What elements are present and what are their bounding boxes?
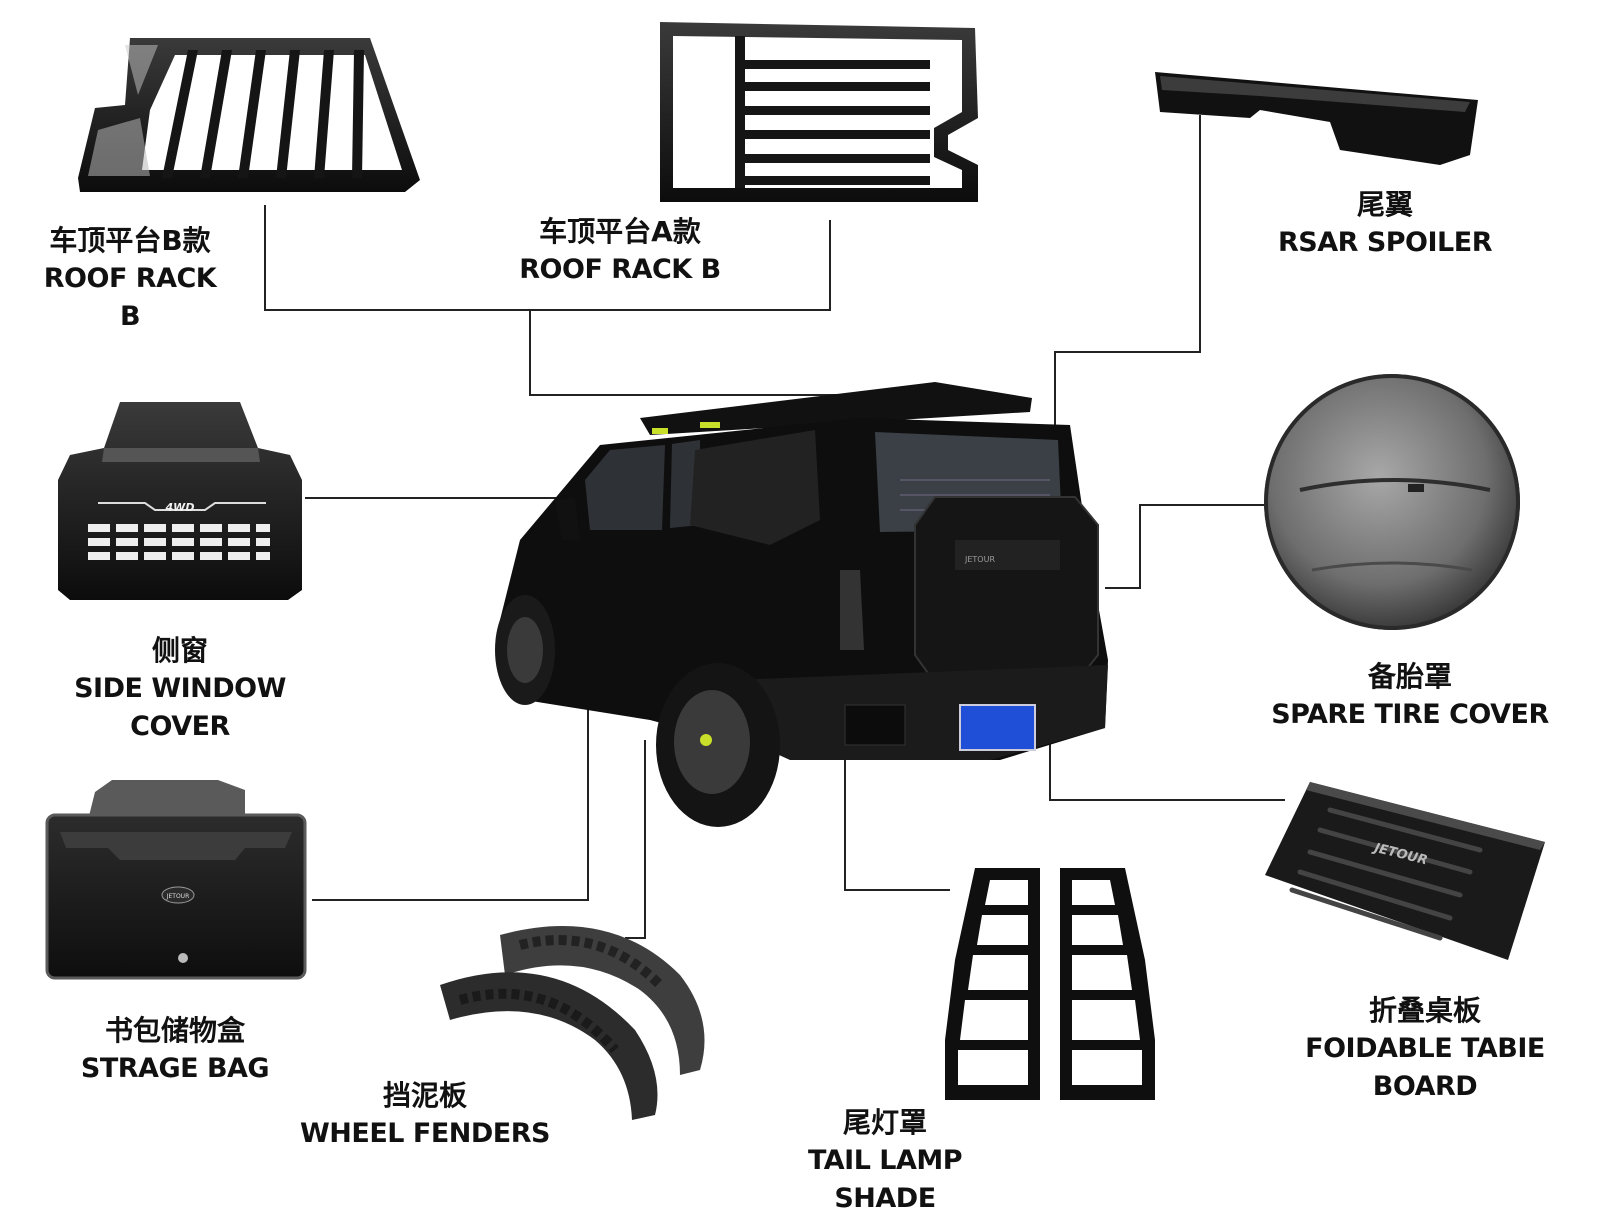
vehicle-image: JETOUR [495,382,1108,827]
storage-box-image: JETOUR [45,780,307,980]
roof-rack-a-en: ROOF RACK B [519,254,721,285]
connector-roof-to-car [529,310,850,396]
wheel-fenders-en: WHEEL FENDERS [300,1118,550,1149]
label-storage-bag: 书包储物盒 STRAGE BAG [60,1012,290,1088]
storage-bag-zh: 书包储物盒 [104,1014,245,1047]
spare-tire-cover-en: SPARE TIRE COVER [1271,699,1549,730]
connector-table-board [1049,730,1285,801]
connector-spoiler [1054,115,1201,425]
rear-spoiler-en: RSAR SPOILER [1278,227,1493,258]
connector-spare-tire [1105,504,1270,589]
tail-lamp-shade-zh: 尾灯罩 [842,1106,927,1139]
connector-roof-racks [264,205,831,311]
folding-table-board-en: FOIDABLE TABIE BOARD [1305,1033,1545,1102]
roof-rack-b-en: ROOF RACK B [43,263,217,332]
label-wheel-fenders: 挡泥板 WHEEL FENDERS [300,1077,550,1153]
rear-spoiler-image [1155,72,1478,165]
connector-fenders [625,740,646,939]
roof-rack-a-image [660,22,978,202]
label-roof-rack-b: 车顶平台B款 ROOF RACK B [30,222,230,336]
tail-lamp-shade-en: TAIL LAMP SHADE [807,1145,963,1214]
spare-tire-cover-image [1264,374,1520,630]
storage-box-badge: JETOUR [166,893,190,900]
side-cover-badge: 4WD [165,501,195,514]
folding-table-board-zh: 折叠桌板 [1368,994,1481,1027]
label-roof-rack-a: 车顶平台A款 ROOF RACK B [515,213,725,289]
spare-tire-cover-zh: 备胎罩 [1367,660,1452,693]
label-tail-lamp-shade: 尾灯罩 TAIL LAMP SHADE [755,1104,1015,1218]
folding-table-board-image: JETOUR [1265,782,1545,960]
tail-lamp-shade-image [945,868,1155,1100]
label-spare-tire-cover: 备胎罩 SPARE TIRE COVER [1260,658,1560,734]
roof-rack-b-image [78,38,420,192]
wheel-fenders-zh: 挡泥板 [382,1079,467,1112]
roof-rack-b-zh: 车顶平台B款 [49,224,211,257]
side-window-cover-zh: 侧窗 [151,634,208,667]
side-window-cover-image: 4WD [58,402,302,600]
rear-spoiler-zh: 尾翼 [1356,188,1413,221]
label-side-window-cover: 侧窗 SIDE WINDOW COVER [20,632,340,746]
connector-lines [264,115,1285,939]
connector-tail-lamp [844,735,950,891]
roof-rack-a-zh: 车顶平台A款 [539,215,701,248]
label-folding-table-board: 折叠桌板 FOIDABLE TABIE BOARD [1255,992,1595,1106]
wheel-fenders-image [440,926,705,1120]
storage-bag-en: STRAGE BAG [80,1053,270,1084]
label-rear-spoiler: 尾翼 RSAR SPOILER [1265,186,1505,262]
side-window-cover-en: SIDE WINDOW COVER [74,673,286,742]
vehicle-badge: JETOUR [964,555,995,564]
